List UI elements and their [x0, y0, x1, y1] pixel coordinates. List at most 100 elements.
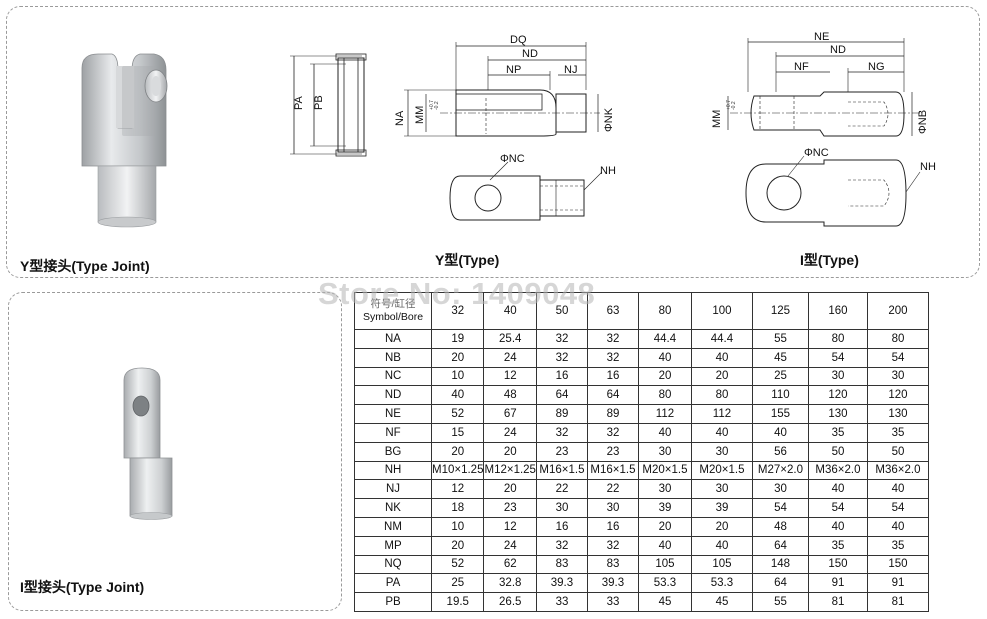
- value-cell: 32: [586, 535, 639, 556]
- value-cell: 20: [637, 366, 692, 387]
- nb-label: ΦNB: [917, 110, 929, 134]
- value-cell: 32: [535, 535, 588, 556]
- nd-label-i: ND: [830, 44, 846, 56]
- mm-tol-minus: -0.2: [434, 101, 440, 110]
- value-cell: 23: [483, 498, 537, 518]
- symbol-cell: BG: [354, 441, 432, 462]
- value-cell: 26.5: [483, 592, 537, 612]
- value-cell: 81: [866, 592, 929, 612]
- value-cell: 39: [637, 498, 692, 518]
- value-cell: M10×1.25: [430, 460, 485, 481]
- value-cell: 20: [637, 516, 692, 537]
- pa-pb-diagram: PA PB: [290, 53, 367, 157]
- value-cell: 40: [866, 516, 929, 537]
- value-cell: 15: [430, 422, 485, 443]
- value-cell: 83: [535, 554, 588, 575]
- value-cell: 67: [483, 404, 537, 424]
- value-cell: 89: [535, 404, 588, 424]
- value-cell: 54: [751, 498, 809, 518]
- symbol-cell: ND: [354, 385, 432, 406]
- value-cell: 23: [586, 441, 639, 462]
- mm-tol-plus: +0.7: [429, 100, 435, 110]
- value-cell: 19: [430, 329, 485, 349]
- symbol-cell: NA: [354, 329, 432, 349]
- value-cell: 20: [483, 441, 537, 462]
- value-cell: 40: [807, 516, 868, 537]
- i-type-photo-panel: [8, 292, 342, 611]
- value-cell: 54: [807, 347, 868, 368]
- value-cell: 52: [430, 554, 485, 575]
- value-cell: M36×2.0: [866, 460, 929, 481]
- value-cell: 32.8: [483, 573, 537, 594]
- nh-label-i: NH: [920, 161, 936, 173]
- value-cell: 10: [430, 516, 485, 537]
- symbol-cell: NE: [354, 404, 432, 424]
- value-cell: 81: [807, 592, 868, 612]
- value-cell: 50: [807, 441, 868, 462]
- value-cell: 24: [483, 535, 537, 556]
- value-cell: 24: [483, 347, 537, 368]
- value-cell: 130: [807, 404, 868, 424]
- value-cell: 130: [866, 404, 929, 424]
- value-cell: 64: [751, 535, 809, 556]
- nj-label: NJ: [564, 64, 577, 76]
- value-cell: 40: [637, 347, 692, 368]
- value-cell: 40: [637, 535, 692, 556]
- value-cell: 39: [690, 498, 753, 518]
- value-cell: 83: [586, 554, 639, 575]
- value-cell: 55: [751, 329, 809, 349]
- value-cell: 16: [586, 516, 639, 537]
- value-cell: 32: [586, 422, 639, 443]
- symbol-cell: NM: [354, 516, 432, 537]
- mm-tol-plus-i: +0.7: [726, 100, 732, 110]
- bore-header: 40: [483, 292, 537, 330]
- bore-header: 63: [586, 292, 639, 330]
- value-cell: 64: [751, 573, 809, 594]
- value-cell: 20: [690, 366, 753, 387]
- nk-label: ΦNK: [603, 107, 615, 132]
- value-cell: 40: [430, 385, 485, 406]
- value-cell: 25: [751, 366, 809, 387]
- value-cell: 89: [586, 404, 639, 424]
- header-cn: 符号/缸径: [370, 298, 416, 310]
- value-cell: 155: [751, 404, 809, 424]
- value-cell: 54: [866, 498, 929, 518]
- value-cell: 112: [690, 404, 753, 424]
- value-cell: M20×1.5: [690, 460, 753, 481]
- value-cell: 35: [807, 422, 868, 443]
- value-cell: 30: [637, 479, 692, 500]
- value-cell: 22: [586, 479, 639, 500]
- symbol-cell: NJ: [354, 479, 432, 500]
- value-cell: 10: [430, 366, 485, 387]
- value-cell: 20: [430, 535, 485, 556]
- value-cell: 40: [637, 422, 692, 443]
- value-cell: 44.4: [637, 329, 692, 349]
- y-joint-caption: Y型接头(Type Joint): [20, 258, 150, 274]
- value-cell: 32: [586, 329, 639, 349]
- value-cell: 30: [690, 441, 753, 462]
- mm-label: MM: [414, 106, 426, 124]
- value-cell: 32: [586, 347, 639, 368]
- value-cell: 30: [751, 479, 809, 500]
- value-cell: 30: [690, 479, 753, 500]
- value-cell: 80: [690, 385, 753, 406]
- value-cell: 16: [535, 366, 588, 387]
- value-cell: 32: [535, 347, 588, 368]
- value-cell: 39.3: [586, 573, 639, 594]
- value-cell: 64: [535, 385, 588, 406]
- value-cell: 55: [751, 592, 809, 612]
- value-cell: 40: [807, 479, 868, 500]
